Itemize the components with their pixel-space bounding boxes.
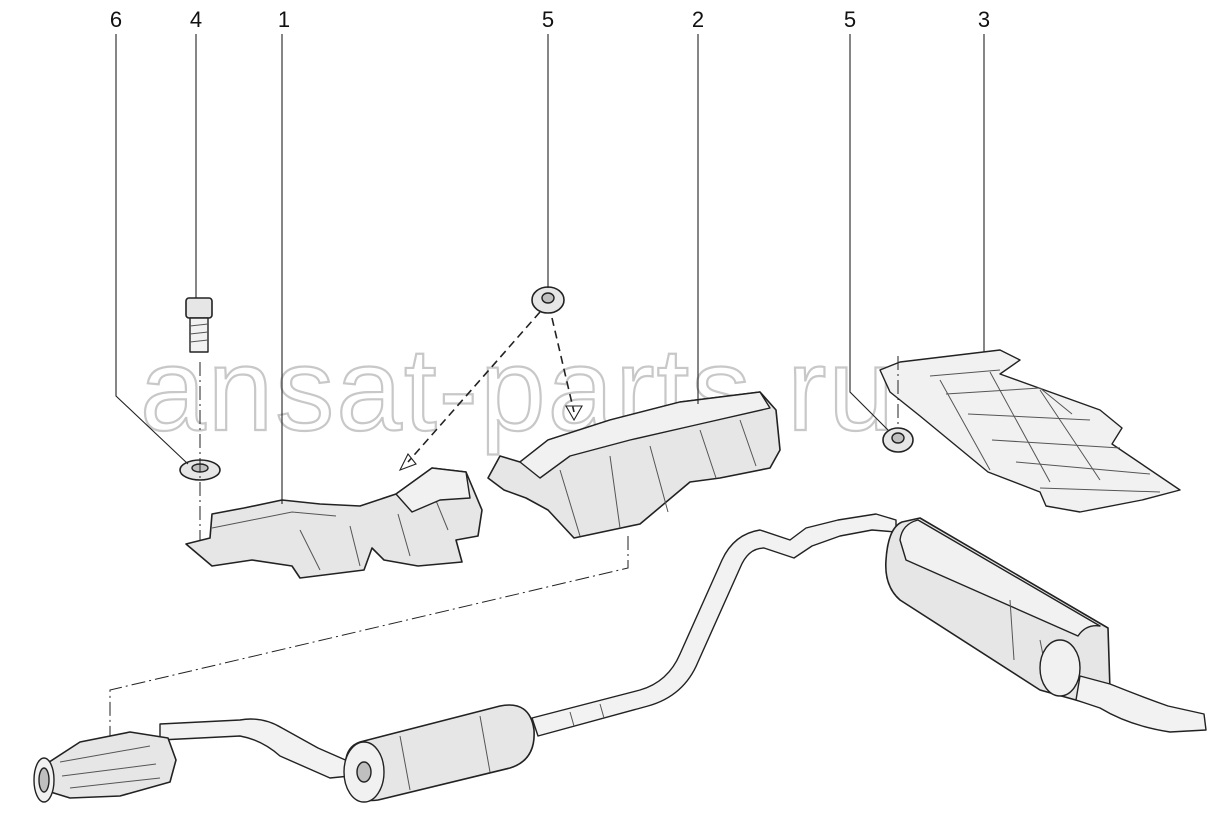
callout-4: 4: [190, 7, 202, 32]
callout-6: 6: [110, 7, 122, 32]
assembly-arrow-left: [407, 311, 541, 463]
callout-5-right: 5: [844, 7, 856, 32]
assembly-arrow-right: [551, 317, 575, 413]
bolt: [185, 297, 213, 353]
leader-6: [115, 34, 189, 465]
catalytic-converter: [33, 731, 177, 803]
exhaust-system: [33, 513, 1207, 803]
watermark-text: ansat-parts.ru: [140, 324, 896, 456]
nut-right: [882, 427, 914, 453]
catalyst-heat-shield: [487, 391, 781, 539]
rear-muffler: [884, 517, 1111, 705]
front-pipe: [159, 718, 351, 779]
front-heat-shield: [185, 467, 483, 579]
callout-3: 3: [978, 7, 990, 32]
resonator: [343, 704, 535, 803]
callout-5-upper: 5: [542, 7, 554, 32]
callout-1: 1: [278, 7, 290, 32]
callout-2: 2: [692, 7, 704, 32]
mid-pipe: [531, 513, 897, 737]
floor-heat-shield: [879, 349, 1181, 513]
tail-pipe: [1075, 675, 1207, 733]
mount-line: [109, 536, 629, 736]
leader-5b: [849, 34, 889, 431]
nut-upper: [531, 286, 565, 314]
